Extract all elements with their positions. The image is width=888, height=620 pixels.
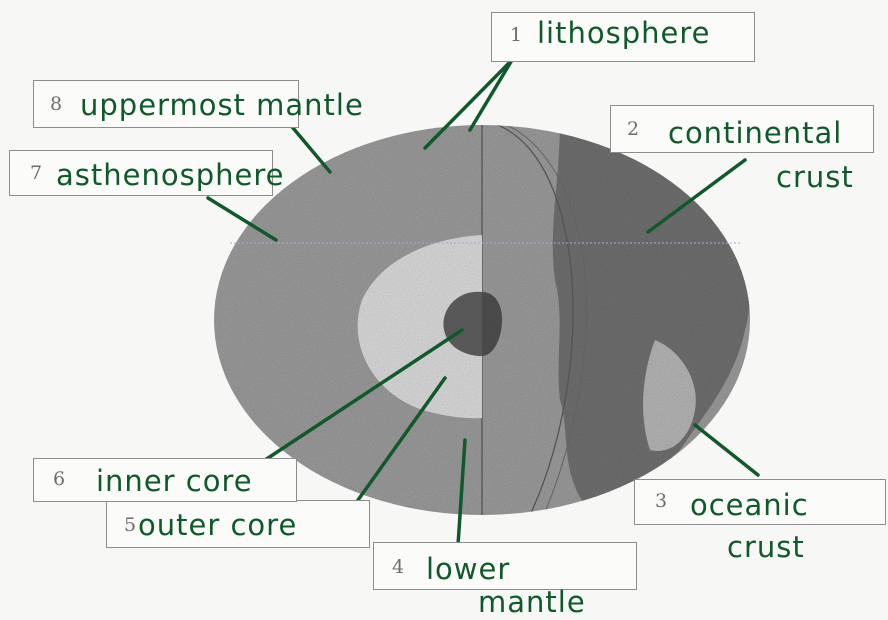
label-text-uppermost-mantle: uppermost mantle (80, 88, 364, 122)
label-text-crust-3: crust (727, 530, 805, 564)
label-text-lithosphere: lithosphere (537, 16, 710, 50)
label-text-lower: lower (426, 552, 510, 586)
label-text-mantle-4: mantle (478, 585, 586, 619)
label-text-crust-2: crust (776, 160, 854, 194)
pointer-line-3 (695, 425, 758, 475)
label-number-4: 4 (392, 556, 404, 578)
label-text-asthenosphere: asthenosphere (56, 158, 284, 192)
pointer-line-8 (288, 122, 330, 172)
label-number-3: 3 (655, 490, 667, 512)
label-number-7: 7 (30, 162, 42, 184)
label-number-1: 1 (510, 24, 522, 46)
label-number-8: 8 (50, 93, 62, 115)
label-text-continental: continental (668, 116, 842, 150)
label-number-6: 6 (53, 468, 65, 490)
label-text-inner-core: inner core (96, 464, 253, 498)
label-text-outer-core: outer core (138, 508, 297, 542)
label-number-5: 5 (124, 514, 136, 536)
label-text-oceanic: oceanic (690, 488, 809, 522)
label-number-2: 2 (627, 118, 639, 140)
